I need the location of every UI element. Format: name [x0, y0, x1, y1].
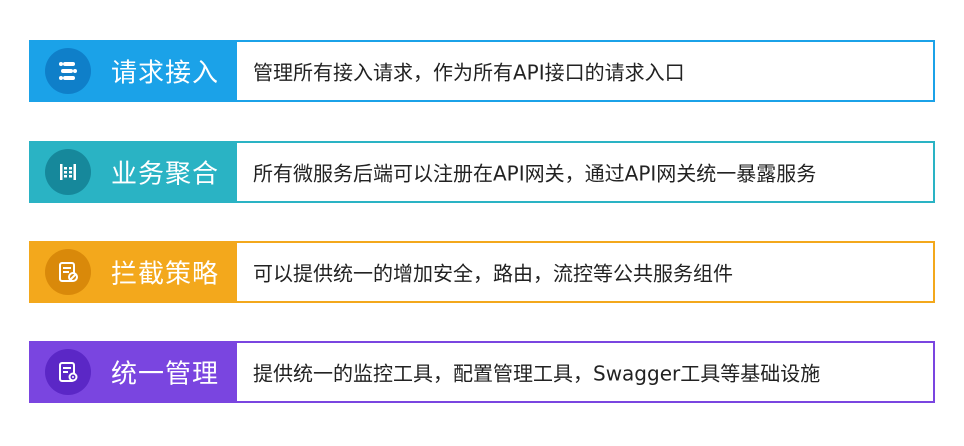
flow-icon — [45, 48, 91, 94]
row-label-block: 业务聚合 — [31, 143, 237, 201]
row-title: 请求接入 — [111, 58, 220, 89]
row-description: 可以提供统一的增加安全，路由，流控等公共服务组件 — [253, 261, 733, 286]
row-title: 统一管理 — [111, 359, 220, 390]
document-settings-icon — [45, 349, 91, 395]
row-business-aggregation: 业务聚合 所有微服务后端可以注册在API网关，通过API网关统一暴露服务 — [29, 141, 935, 203]
merge-icon — [45, 149, 91, 195]
row-description: 管理所有接入请求，作为所有API接口的请求入口 — [253, 60, 685, 85]
row-interception-policy: 拦截策略 可以提供统一的增加安全，路由，流控等公共服务组件 — [29, 241, 935, 303]
row-label-block: 统一管理 — [31, 343, 237, 401]
row-title: 业务聚合 — [111, 159, 220, 190]
row-title: 拦截策略 — [111, 259, 220, 290]
row-unified-management: 统一管理 提供统一的监控工具，配置管理工具，Swagger工具等基础设施 — [29, 341, 935, 403]
document-block-icon — [45, 249, 91, 295]
row-description: 所有微服务后端可以注册在API网关，通过API网关统一暴露服务 — [253, 161, 817, 186]
row-label-block: 拦截策略 — [31, 243, 237, 301]
row-request-access: 请求接入 管理所有接入请求，作为所有API接口的请求入口 — [29, 40, 935, 102]
row-description: 提供统一的监控工具，配置管理工具，Swagger工具等基础设施 — [253, 361, 821, 386]
row-label-block: 请求接入 — [31, 42, 237, 100]
